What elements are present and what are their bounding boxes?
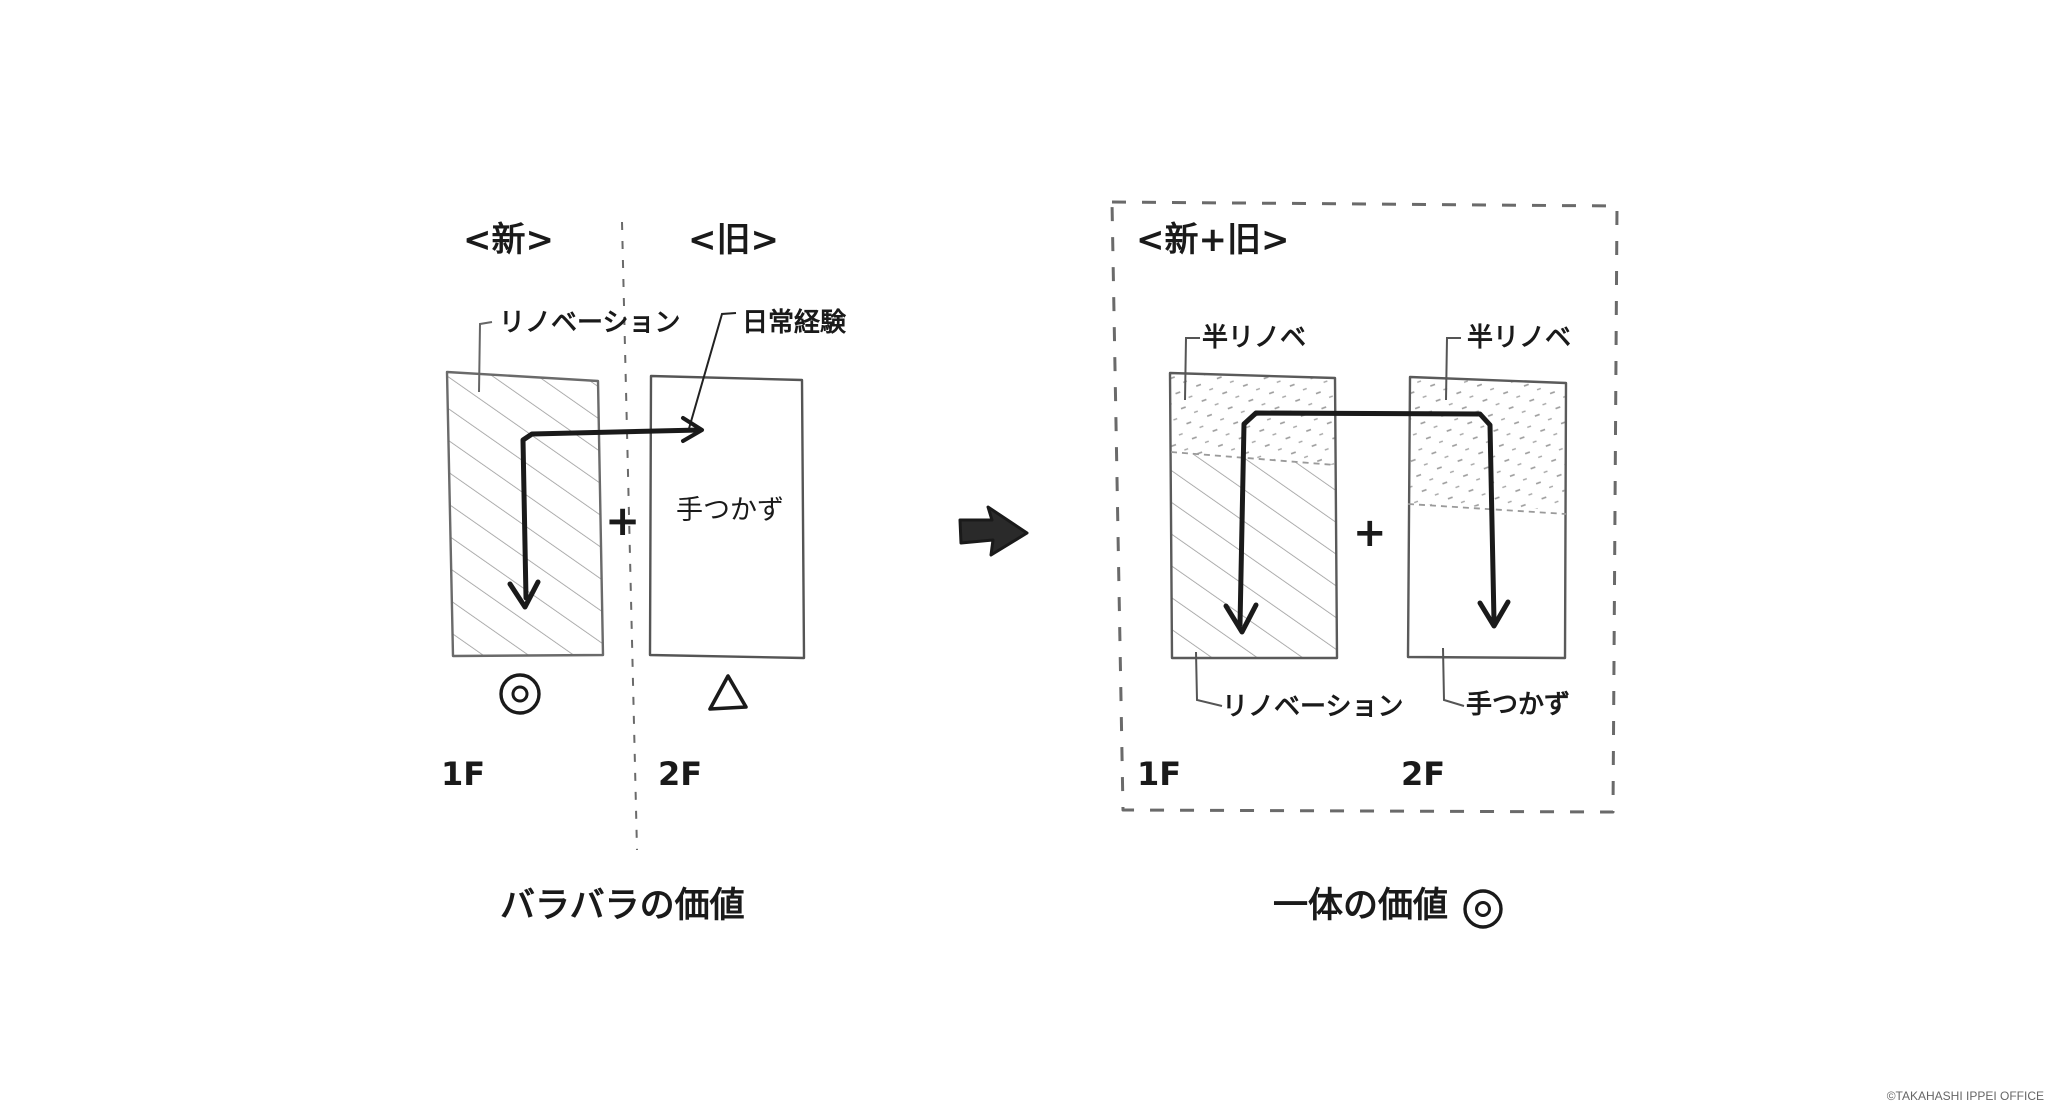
header-new: <新> bbox=[463, 220, 554, 260]
leader-renovation bbox=[478, 321, 493, 393]
label-half-renovation-right: 半リノベ bbox=[1467, 323, 1572, 353]
left-2f-box bbox=[648, 374, 806, 660]
right-1f-split-line bbox=[1170, 451, 1336, 466]
right-2f-half-area bbox=[1408, 377, 1566, 510]
plus-sign: + bbox=[605, 496, 641, 545]
right-1f-box bbox=[1168, 371, 1339, 660]
floor-1f-label: 1F bbox=[1137, 755, 1182, 793]
leader-untouched-right bbox=[1442, 647, 1465, 707]
left-arrowhead-right bbox=[681, 416, 704, 443]
floor-2f-label: 2F bbox=[658, 755, 703, 793]
leader-renovation-right bbox=[1195, 651, 1223, 707]
header-old: <旧> bbox=[688, 220, 779, 260]
right-2f-split-line bbox=[1407, 503, 1567, 515]
copyright: ©TAKAHASHI IPPEI OFFICE bbox=[1886, 1089, 2044, 1103]
floor-1f-label: 1F bbox=[441, 755, 486, 793]
floor-2f-label: 2F bbox=[1401, 755, 1446, 793]
header-new-plus-old: <新+旧> bbox=[1136, 220, 1290, 260]
double-circle-icon bbox=[1463, 889, 1503, 929]
label-renovation-right: リノベーション bbox=[1222, 692, 1404, 722]
leader-half-left bbox=[1184, 337, 1200, 401]
leader-half-right bbox=[1445, 337, 1461, 401]
plus-sign: + bbox=[1353, 510, 1387, 556]
leader-daily bbox=[687, 312, 737, 433]
right-1f-hatched-area bbox=[1171, 452, 1337, 658]
left-circulation-path bbox=[520, 427, 703, 601]
label-half-renovation-left: 半リノベ bbox=[1202, 323, 1307, 353]
label-daily-experience: 日常経験 bbox=[742, 308, 847, 338]
label-untouched-right: 手つかず bbox=[1466, 690, 1571, 720]
right-arrowhead-down-left bbox=[1223, 602, 1259, 635]
right-dashed-frame bbox=[1110, 200, 1619, 814]
caption-unified-value: 一体の価値 bbox=[1273, 886, 1449, 926]
right-circulation-path bbox=[1237, 410, 1497, 628]
left-1f-box bbox=[445, 370, 605, 658]
triangle-icon bbox=[708, 674, 748, 711]
label-renovation: リノベーション bbox=[499, 308, 681, 338]
right-arrowhead-down-right bbox=[1477, 599, 1511, 629]
left-arrowhead-down bbox=[507, 579, 541, 610]
label-untouched: 手つかず bbox=[676, 495, 784, 526]
right-2f-box bbox=[1406, 375, 1568, 660]
caption-scattered-value: バラバラの価値 bbox=[500, 886, 745, 926]
double-circle-icon bbox=[499, 673, 541, 715]
arrow-right-icon bbox=[958, 505, 1029, 557]
